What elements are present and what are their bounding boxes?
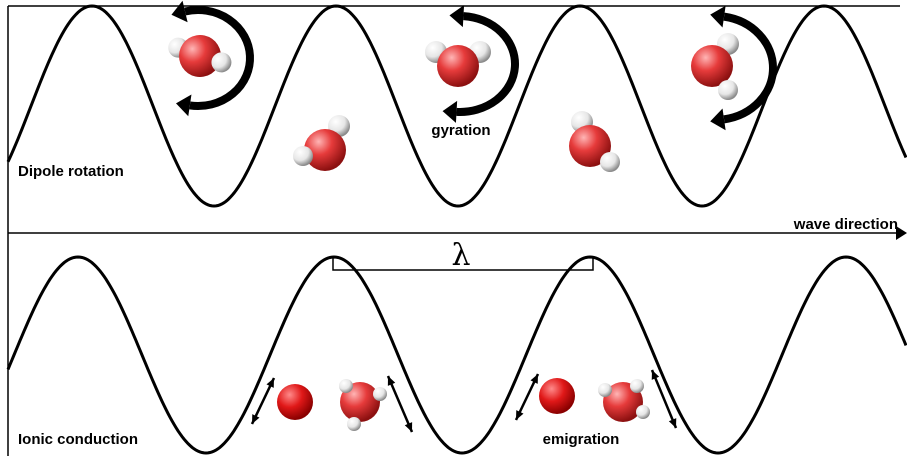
water-molecule-icon	[339, 379, 387, 431]
water-molecule-icon	[598, 379, 650, 422]
curved-arrow-icon	[171, 0, 254, 117]
wavelength-symbol: λ	[451, 238, 470, 273]
wave-direction-label: wave direction	[793, 216, 898, 233]
water-molecule-icon	[425, 41, 491, 87]
double-arrow-icon	[386, 375, 414, 433]
wave-direction-arrowhead	[896, 226, 907, 240]
curved-arrow-icon	[171, 0, 777, 131]
double-arrow-icon	[514, 373, 540, 421]
dipole-rotation-label: Dipole rotation	[18, 163, 124, 180]
water-molecule-icon	[569, 111, 620, 172]
ion-sphere-icon	[277, 384, 313, 420]
water-molecule-icon	[168, 35, 232, 77]
ionic-conduction-label: Ionic conduction	[18, 431, 138, 448]
double-arrow-icon	[650, 369, 678, 429]
gyration-label: gyration	[431, 122, 490, 139]
water-molecule-icon	[691, 33, 739, 100]
emigration-label: emigration	[543, 431, 620, 448]
curved-arrow-icon	[442, 5, 519, 123]
wavelength-bracket	[332, 258, 594, 271]
water-molecule-icon	[293, 115, 350, 171]
double-arrow-icon	[250, 369, 678, 433]
ionic-conduction-wave	[6, 255, 907, 455]
double-arrow-icon	[250, 377, 276, 425]
dipole-rotation-wave	[6, 4, 907, 208]
ion-sphere-icon	[539, 378, 575, 414]
curved-arrow-icon	[710, 5, 777, 131]
